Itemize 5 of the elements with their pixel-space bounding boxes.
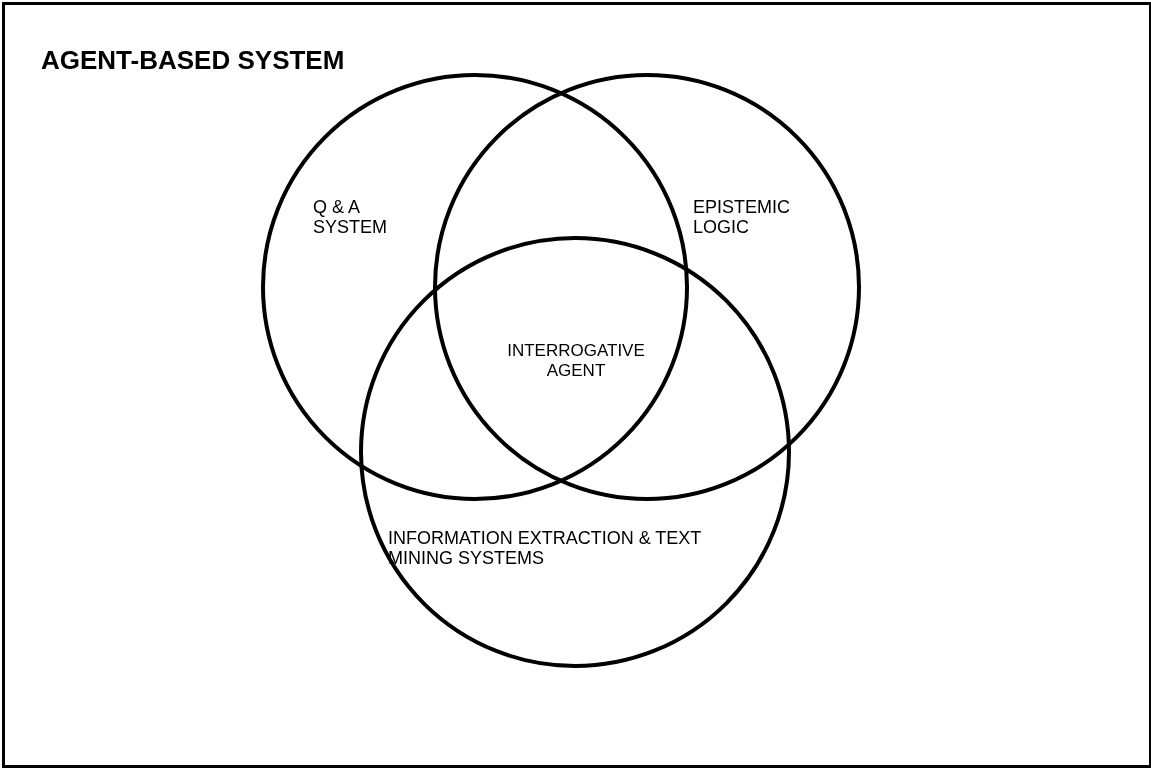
intersection-label: INTERROGATIVE AGENT bbox=[506, 341, 646, 381]
circle-label: Q & A SYSTEM bbox=[313, 197, 388, 237]
circle-label: EPISTEMIC LOGIC bbox=[693, 197, 791, 237]
circle-label: INFORMATION EXTRACTION & TEXT MINING SYSTEMS bbox=[388, 528, 703, 568]
frame-label: AGENT-BASED SYSTEM bbox=[41, 45, 345, 76]
